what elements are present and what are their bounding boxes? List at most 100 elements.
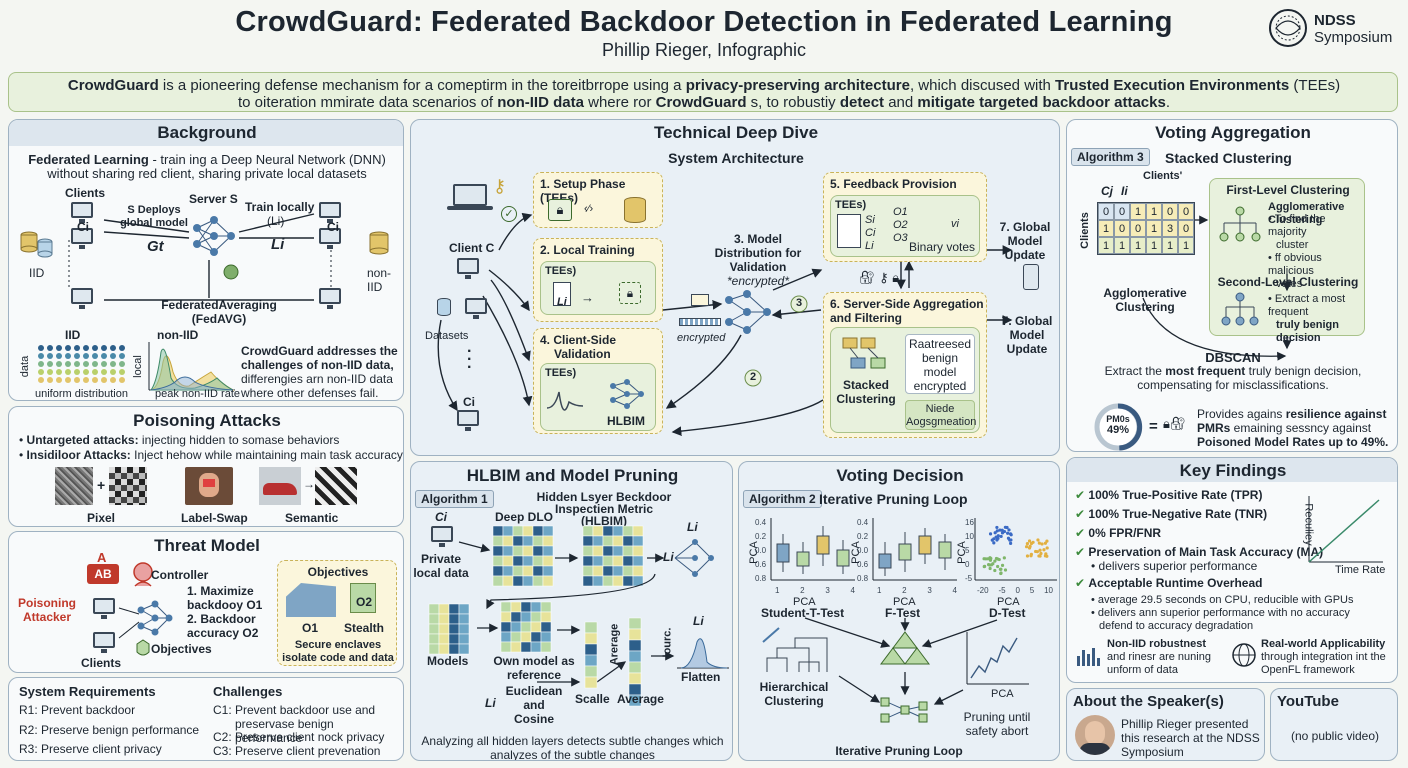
louric-label: lourc. xyxy=(661,627,674,658)
vote-cell: 0 xyxy=(1114,203,1130,220)
scatter-point xyxy=(1043,554,1048,558)
first-level-tree-icon xyxy=(1219,206,1261,242)
semantic-car-image xyxy=(259,467,301,505)
heatmap-cell xyxy=(512,535,524,547)
label-swap-image xyxy=(185,467,233,505)
heatmap-cell xyxy=(612,565,624,577)
encrypted-label: encrypted xyxy=(677,332,726,344)
heatmap-cell xyxy=(448,633,460,645)
flatten-label: Flatten xyxy=(681,670,721,684)
heatmap-cell xyxy=(520,621,532,633)
d-test-label: D-Test xyxy=(989,606,1026,620)
findings-list: ✔ 100% True-Positive Rate (TPR) ✔ 100% T… xyxy=(1075,488,1324,590)
iid-dot xyxy=(83,377,89,383)
iid-dot xyxy=(110,369,116,375)
heatmap-cell xyxy=(492,575,504,587)
non-iid-curves xyxy=(148,342,235,391)
objectives-box-title: Objectives xyxy=(307,565,369,579)
heatmap-cell xyxy=(510,621,522,633)
heatmap-cell xyxy=(532,545,544,557)
iid-dot xyxy=(74,369,80,375)
heatmap-cell xyxy=(520,611,532,623)
vbar-cell xyxy=(628,617,642,630)
heatmap-cell xyxy=(520,631,532,643)
challenge-c2: C2: Preserve client nock privacy xyxy=(213,730,385,744)
threat-client-1 xyxy=(93,598,115,619)
o1-map-icon xyxy=(286,583,336,617)
doc-icon xyxy=(553,282,571,306)
scatter-point xyxy=(1005,525,1009,530)
key-icon: ⚷ xyxy=(493,176,507,196)
heatmap-cell xyxy=(540,611,552,623)
pixel-pattern-image xyxy=(109,467,147,505)
heatmap-cell xyxy=(428,613,440,625)
clients-label: Clients xyxy=(65,186,106,200)
heatmap-cell xyxy=(582,555,594,567)
heatmap-cell xyxy=(492,535,504,547)
iid-dot xyxy=(83,353,89,359)
scatter-point xyxy=(1007,528,1011,532)
iid-dot xyxy=(110,345,116,351)
vote-cell: 0 xyxy=(1130,220,1146,237)
iid-dot xyxy=(119,361,125,367)
stacked-clustering-icon xyxy=(842,337,886,369)
heatmap-cell xyxy=(522,575,534,587)
lock-group-icon: 🔒︎🔐︎ xyxy=(1163,416,1187,431)
binary-votes-label: Binary votes xyxy=(909,240,976,254)
chart-y-label: Reculiey xyxy=(1302,503,1315,546)
scatter-point xyxy=(1043,541,1048,545)
box-plot-box xyxy=(776,543,790,563)
hlbim-network-icon xyxy=(610,379,644,409)
dbscan-label: DBSCAN xyxy=(1205,350,1261,365)
client-monitor-4 xyxy=(319,202,341,223)
heatmap-cell xyxy=(428,643,440,655)
dbscan-line-2: compensating for misclassifications. xyxy=(1137,378,1329,392)
scatter-point xyxy=(1037,541,1041,545)
iid-dot xyxy=(65,361,71,367)
check-icon: ✔ xyxy=(1075,488,1086,502)
heatmap-cell xyxy=(458,613,470,625)
speaker-title: About the Speaker(s) xyxy=(1073,693,1224,710)
heatmap-cell xyxy=(612,545,624,557)
heatmap-cell xyxy=(510,641,522,653)
ndss-logo: NDSS Symposium xyxy=(1268,8,1403,52)
heatmap-cell xyxy=(540,601,552,613)
vote-cell: 0 xyxy=(1162,203,1178,220)
algorithm-1-badge: Algorithm 1 xyxy=(415,490,494,508)
vbar-cell xyxy=(584,621,598,634)
architecture-arrows xyxy=(437,212,1013,437)
scatter-point xyxy=(1002,556,1006,560)
insid-term: Insidiloor Attacks: xyxy=(26,448,131,462)
fedavg-label: FederatedAveraging(FedAVG) xyxy=(161,298,277,326)
voting-decision-title: Voting Decision xyxy=(836,466,964,485)
second-level-title: Second-Level Clustering xyxy=(1217,275,1359,289)
arerage-label: Arerage xyxy=(608,623,621,666)
scatter-point xyxy=(1036,538,1040,542)
iid-dot xyxy=(101,353,107,359)
heatmap-cell xyxy=(522,555,534,567)
iid-dot xyxy=(74,377,80,383)
iid-dot xyxy=(83,345,89,351)
heatmap-cell xyxy=(500,631,512,643)
iid-dot xyxy=(92,345,98,351)
scatter-point xyxy=(994,535,998,539)
attacker-a-label: A xyxy=(97,550,107,565)
iid-dot xyxy=(56,377,62,383)
iid-dot xyxy=(119,345,125,351)
deploy-label: S Deploys global model xyxy=(120,204,188,229)
clients-top-label: Clients' xyxy=(1143,170,1183,182)
heatmap-cell xyxy=(502,565,514,577)
heatmap-cell xyxy=(438,613,450,625)
heatmap-cell xyxy=(612,555,624,567)
iid-dot xyxy=(38,353,44,359)
heatmap-cell xyxy=(522,535,534,547)
iterative-pruning-bottom: Iterative Pruning Loop xyxy=(835,744,963,758)
check-icon: ✔ xyxy=(1075,545,1086,559)
box-plot-box xyxy=(878,553,892,569)
